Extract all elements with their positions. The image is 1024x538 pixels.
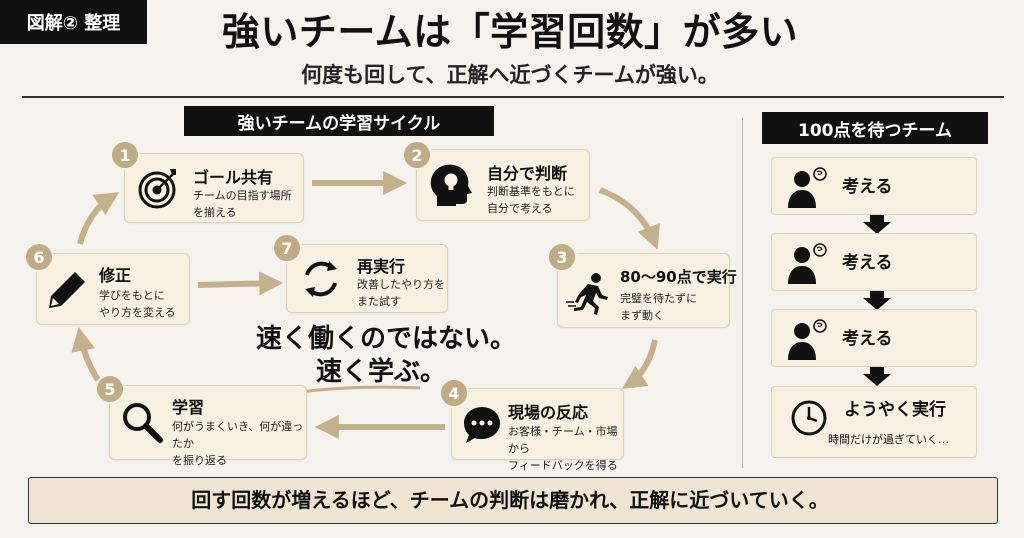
step-number-badge: 7 bbox=[272, 233, 302, 263]
cycle-step-2: 自分で判断 判断基準をもとに 自分で考える bbox=[416, 149, 590, 221]
header-divider bbox=[22, 96, 1004, 98]
side-heading: 100点を待つチーム bbox=[762, 112, 988, 144]
slogan-line-1: 速く働くのではない。 bbox=[256, 324, 517, 354]
side-step-label: 考える bbox=[842, 253, 893, 273]
step-number-badge: 2 bbox=[402, 140, 432, 170]
step-number-badge: 5 bbox=[95, 374, 125, 404]
slogan-line-2: 速く学ぶ。 bbox=[316, 357, 447, 387]
side-step-3: 考える bbox=[771, 309, 977, 367]
cycle-step-7: 再実行 改善したやり方を また試す bbox=[286, 244, 448, 313]
cycle-heading: 強いチームの学習サイクル bbox=[184, 106, 494, 136]
step-desc: お客様・チーム・市場から フィードバックを得る bbox=[508, 425, 618, 472]
step-desc: 学びをもとに やり方を変える bbox=[99, 289, 176, 319]
step-title: 修正 bbox=[99, 266, 132, 285]
thinking-person-icon bbox=[788, 167, 827, 208]
step-number-badge: 6 bbox=[24, 242, 54, 272]
cycle-step-3: 80〜90点で実行 完璧を待たずに まず動く bbox=[557, 253, 737, 328]
step-title: 再実行 bbox=[357, 257, 406, 276]
arrow-6-7 bbox=[197, 271, 284, 296]
side-step-label: 考える bbox=[842, 177, 893, 197]
cycle-step-1: ゴール共有 チームの目指す場所 を揃える bbox=[124, 153, 304, 223]
head-bulb-icon bbox=[430, 164, 472, 206]
section-divider bbox=[742, 118, 743, 468]
arrow-2-3 bbox=[598, 187, 660, 250]
clock-icon bbox=[791, 400, 827, 436]
step-number-badge: 4 bbox=[439, 378, 469, 408]
step-title: 現場の反応 bbox=[508, 403, 589, 422]
arrow-5-6 bbox=[71, 326, 101, 382]
step-desc: 改善したやり方を また試す bbox=[357, 278, 445, 308]
bottom-band bbox=[28, 477, 998, 524]
step-title: 学習 bbox=[172, 398, 205, 417]
step-number-badge: 3 bbox=[547, 242, 577, 272]
cycle-step-6: 修正 学びをもとに やり方を変える bbox=[36, 253, 190, 325]
magnifier-icon bbox=[123, 403, 163, 443]
down-arrow-3 bbox=[863, 366, 891, 386]
down-arrow-1 bbox=[863, 214, 891, 234]
down-arrow-2 bbox=[863, 290, 891, 310]
cycle-step-5: 学習 何がうまくいき、何が違ったか を振り返る bbox=[109, 385, 307, 467]
step-title: 自分で判断 bbox=[487, 164, 568, 183]
page-subtitle: 何度も回して、正解へ近づくチームが強い。 bbox=[301, 63, 719, 87]
thinking-person-icon bbox=[788, 243, 827, 284]
slogan-underline bbox=[299, 385, 421, 394]
step-desc: チームの目指す場所 を揃える bbox=[193, 189, 292, 219]
side-step-label: 考える bbox=[842, 329, 893, 349]
figure-tag: 図解② 整理 bbox=[0, 0, 147, 44]
refresh-icon bbox=[305, 261, 337, 297]
side-step-1: 考える bbox=[771, 157, 977, 215]
arrow-3-4 bbox=[621, 339, 658, 389]
arrow-6-1 bbox=[77, 192, 120, 245]
pencil-icon bbox=[49, 272, 85, 308]
side-final-label: ようやく実行 bbox=[844, 400, 946, 420]
step-title: ゴール共有 bbox=[193, 168, 274, 187]
page-title: 強いチームは「学習回数」が多い bbox=[221, 10, 799, 54]
thinking-person-icon bbox=[788, 319, 827, 360]
running-person-icon bbox=[566, 273, 608, 315]
target-icon bbox=[138, 169, 176, 209]
side-final-step: ようやく実行 時間だけが過ぎていく… bbox=[771, 386, 977, 458]
step-desc: 何がうまくいき、何が違ったか を振り返る bbox=[172, 420, 304, 467]
bottom-message: 回す回数が増えるほど、チームの判断は磨かれ、正解に近づいていく。 bbox=[191, 488, 829, 512]
side-final-desc: 時間だけが過ぎていく… bbox=[828, 433, 949, 446]
step-desc: 判断基準をもとに 自分で考える bbox=[487, 185, 575, 215]
speech-bubble-icon bbox=[464, 407, 500, 443]
side-step-2: 考える bbox=[771, 233, 977, 291]
step-title: 80〜90点で実行 bbox=[620, 268, 737, 286]
step-number-badge: 1 bbox=[110, 140, 140, 170]
cycle-step-4: 現場の反応 お客様・チーム・市場から フィードバックを得る bbox=[451, 388, 624, 472]
step-desc: 完璧を待たずに まず動く bbox=[620, 292, 697, 322]
